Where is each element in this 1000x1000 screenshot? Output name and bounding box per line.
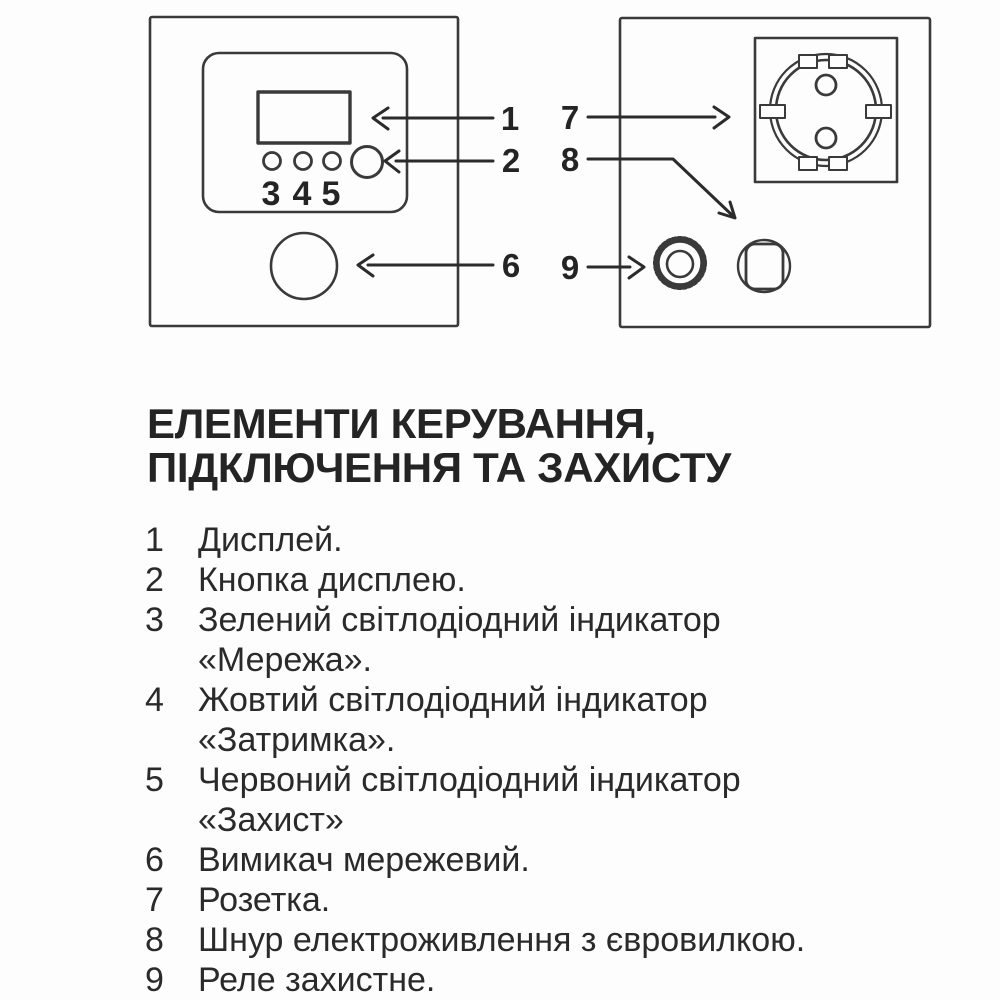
legend-item-text: Шнур електроживлення з євровилкою.: [198, 921, 806, 959]
legend-list: 1 Дисплей. 2 Кнопка дисплею. 3 Зелений с…: [145, 520, 805, 1000]
arrowhead-left-icon: [371, 106, 390, 131]
legend-item-text: Жовтий світлодіодний індикатор: [198, 681, 708, 719]
legend-item-number: 8: [145, 921, 164, 959]
callout-arrow-1: [371, 106, 495, 131]
led-indicator-yellow: [293, 151, 313, 171]
legend-item-7: 7 Розетка.: [145, 880, 805, 920]
front-panel: [148, 15, 460, 328]
legend-item-number: 3: [145, 601, 164, 639]
socket-frame: [753, 36, 899, 184]
callout-number-1: 1: [501, 100, 519, 137]
legend-item-text: Зелений світлодіодний індикатор: [198, 601, 721, 639]
legend-item-text: Кнопка дисплею.: [198, 561, 466, 599]
arrowhead-diagonal-icon: [717, 200, 737, 220]
led-indicator-red: [322, 151, 342, 171]
legend-item-number: 5: [145, 761, 164, 799]
rear-panel-outline: [618, 16, 932, 329]
relay-cap-center: [665, 249, 695, 279]
legend-item-number: 1: [145, 521, 164, 559]
protective-relay: [653, 236, 707, 290]
page-title-line-1: ЕЛЕМЕНТИ КЕРУВАННЯ,: [147, 400, 656, 447]
led-label-5: 5: [322, 175, 341, 213]
relay-cap-ring: [657, 240, 703, 286]
legend-item-text: «Мережа».: [198, 641, 372, 679]
legend-item-text: «Захист»: [198, 801, 344, 839]
legend-item-5: 5 Червоний світлодіодний індикатор «Захи…: [145, 760, 805, 840]
legend-item-4: 4 Жовтий світлодіодний індикатор «Затрим…: [145, 680, 805, 760]
relay-knurled-edge: [653, 236, 707, 290]
gland-outer-circle: [736, 238, 792, 294]
arrowhead-right-icon: [712, 105, 731, 130]
callout-arrow-7: [586, 105, 731, 130]
arrowhead-right-icon: [627, 255, 646, 280]
legend-item-9: 9 Реле захистне.: [145, 960, 805, 1000]
power-socket: [753, 36, 899, 184]
callout-number-7: 7: [561, 99, 579, 136]
legend-item-6: 6 Вимикач мережевий.: [145, 840, 805, 880]
legend-item-text: Дисплей.: [198, 521, 343, 559]
callout-number-6: 6: [502, 247, 520, 284]
legend-item-text: Розетка.: [198, 881, 331, 919]
socket-notch: [828, 156, 848, 171]
page-title: ЕЛЕМЕНТИ КЕРУВАННЯ, ПІДКЛЮЧЕННЯ ТА ЗАХИС…: [147, 402, 731, 490]
led-label-3: 3: [262, 175, 281, 213]
power-switch-knob: [269, 231, 339, 301]
socket-pin-hole-top: [814, 73, 838, 97]
legend-item-number: 2: [145, 561, 164, 599]
front-panel-outline: [148, 15, 460, 328]
arrowhead-left-icon: [356, 253, 375, 278]
legend-item-3: 3 Зелений світлодіодний індикатор «Мереж…: [145, 600, 805, 680]
callout-arrow-6: [356, 253, 495, 278]
legend-item-1: 1 Дисплей.: [145, 520, 805, 560]
legend-item-8: 8 Шнур електроживлення з євровилкою.: [145, 920, 805, 960]
arrowhead-left-icon: [383, 149, 401, 174]
socket-notch: [798, 156, 818, 171]
callout-arrow-9: [586, 255, 646, 280]
legend-item-number: 4: [145, 681, 164, 719]
led-indicator-green: [262, 151, 282, 171]
page-title-line-2: ПІДКЛЮЧЕННЯ ТА ЗАХИСТУ: [147, 444, 732, 491]
device-diagram: 3 4 5 1 2 6: [148, 15, 932, 329]
socket-notch: [759, 104, 786, 119]
socket-notch: [798, 54, 818, 69]
legend-item-text: «Затримка».: [198, 721, 396, 759]
legend-item-2: 2 Кнопка дисплею.: [145, 560, 805, 600]
display-button: [350, 145, 384, 179]
legend-item-text: Реле захистне.: [198, 961, 436, 999]
callout-number-2: 2: [502, 142, 520, 179]
cable-gland: [736, 238, 792, 294]
control-subpanel: [201, 51, 409, 214]
socket-notch: [865, 104, 892, 119]
legend-item-number: 9: [145, 961, 164, 999]
legend-item-text: Червоний світлодіодний індикатор: [198, 761, 741, 799]
led-label-4: 4: [293, 175, 312, 213]
socket-notch: [828, 54, 848, 69]
legend-item-text: Вимикач мережевий.: [198, 841, 530, 879]
callout-arrow-2: [383, 149, 495, 174]
rear-panel: [618, 16, 932, 329]
callout-number-8: 8: [561, 141, 579, 178]
legend-item-number: 6: [145, 841, 164, 879]
socket-pin-hole-bottom: [814, 126, 838, 150]
callout-number-9: 9: [561, 249, 579, 286]
gland-nut: [744, 242, 785, 291]
callout-arrow-8: [586, 157, 737, 220]
display-screen: [256, 90, 352, 145]
legend-item-number: 7: [145, 881, 164, 919]
